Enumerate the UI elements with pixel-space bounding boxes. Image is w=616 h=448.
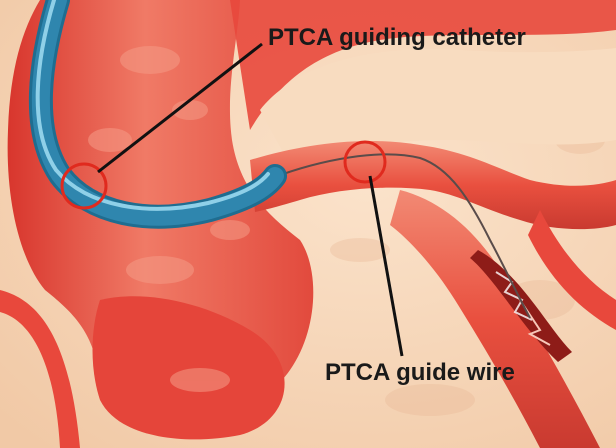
guiding-catheter-label: PTCA guiding catheter	[268, 24, 526, 52]
guide-wire-label: PTCA guide wire	[325, 359, 515, 387]
